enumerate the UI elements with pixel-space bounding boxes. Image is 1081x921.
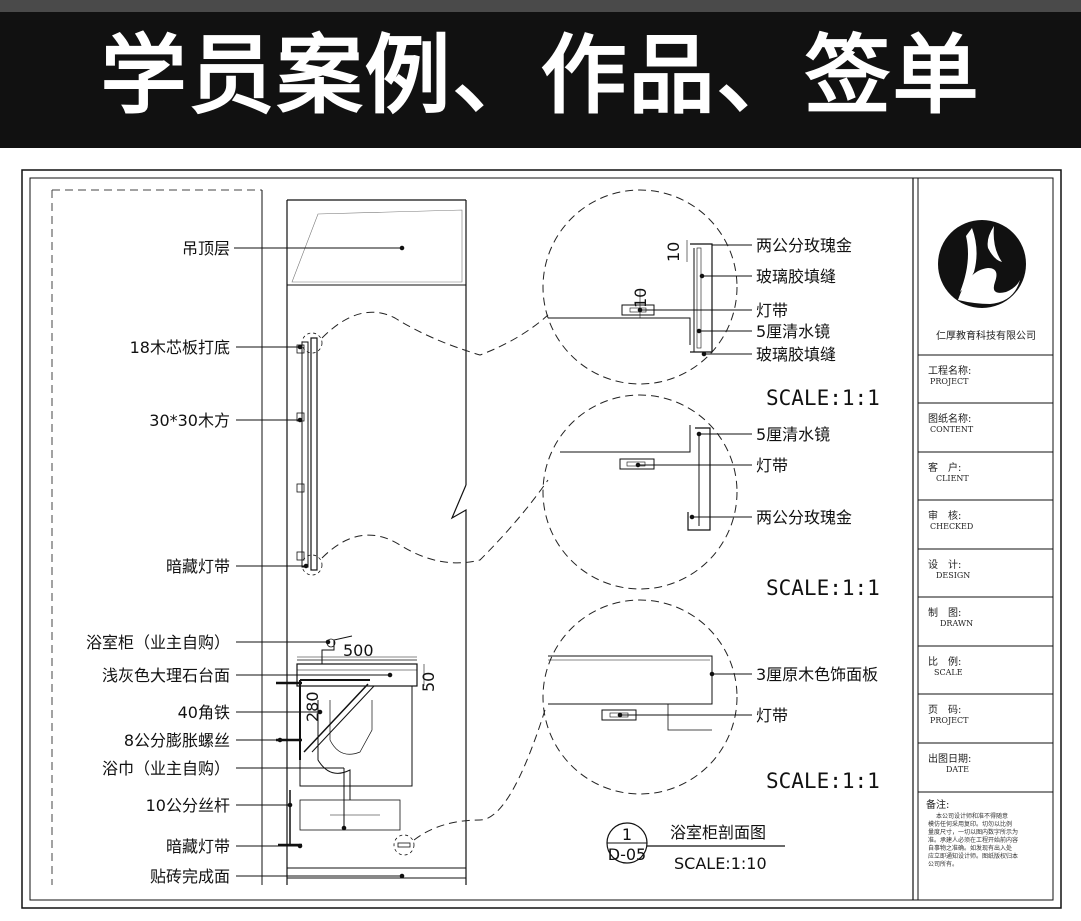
section-geometry (261, 190, 467, 885)
tb-row-date-en: DATE (946, 765, 969, 774)
left-leader-lines (234, 245, 405, 879)
dim-counter-width: 500 (343, 641, 374, 660)
tb-row-checked-en: CHECKED (930, 522, 973, 531)
d3-label-veneer: 3厘原木色饰面板 (756, 665, 878, 684)
d1-label-glass-glue-1: 玻璃胶填缝 (756, 267, 836, 286)
tb-row-page-cn: 页 码: (928, 704, 961, 716)
detail-1-dim-b: 10 (631, 288, 650, 308)
tb-row-page-en: PROJECT (930, 716, 969, 725)
remarks-line: 自事物之准确。如发现有出入处 (928, 844, 1012, 852)
label-angle-iron: 40角铁 (178, 703, 230, 722)
tb-row-date-cn: 出图日期: (928, 752, 971, 765)
banner-title: 学员案例、作品、签单 (100, 26, 981, 126)
detail-1-dim-a: 10 (664, 242, 683, 262)
detail-circle-1 (542, 189, 738, 385)
detail-circle-3 (542, 599, 738, 795)
remarks-line: 应立即通知设计师。图纸版权归本 (928, 852, 1018, 860)
tb-row-scale-en: SCALE (934, 668, 963, 677)
section-sheet: D-05 (608, 845, 646, 864)
section-title: 1 D-05 浴室柜剖面图 SCALE:1:10 (606, 822, 785, 873)
remarks-line: 准。承建人必须在工程开始前内容 (928, 836, 1018, 844)
label-ceiling-layer: 吊顶层 (182, 239, 230, 258)
banner-top-strip (0, 0, 1081, 12)
cad-drawing: 500 50 280 10 10 (21, 169, 1062, 909)
company-name: 仁厚教育科技有限公司 (936, 329, 1036, 342)
d1-label-mirror: 5厘清水镜 (756, 322, 830, 341)
label-threaded-rod: 10公分丝杆 (146, 796, 230, 815)
remarks-line: 公司所有。 (928, 860, 958, 868)
sheet-outer-border (21, 169, 1062, 909)
label-expansion-bolt: 8公分膨胀螺丝 (124, 731, 230, 750)
left-labels: 吊顶层 18木芯板打底 30*30木方 暗藏灯带 浴室柜（业主自购） 浅灰色大理… (86, 239, 230, 886)
label-tile-finish: 贴砖完成面 (150, 867, 230, 886)
detail-3-geometry (548, 655, 713, 731)
wall-dashed-outline (51, 189, 262, 885)
d1-label-rose-gold: 两公分玫瑰金 (756, 236, 852, 255)
tb-row-drawn-cn: 制 图: (928, 606, 961, 619)
tb-row-design-en: DESIGN (936, 571, 970, 580)
d2-scale: SCALE:1:1 (766, 576, 880, 600)
dim-counter-thickness: 50 (419, 672, 438, 692)
dim-bracket: 280 (303, 691, 322, 722)
detail-circle-2 (542, 394, 738, 590)
label-hidden-led-upper: 暗藏灯带 (166, 557, 230, 576)
tb-row-client-cn: 客 户: (928, 461, 961, 474)
d1-label-glass-glue-2: 玻璃胶填缝 (756, 345, 836, 364)
tb-row-content-cn: 图纸名称: (928, 412, 971, 425)
detail-labels: 两公分玫瑰金 玻璃胶填缝 灯带 5厘清水镜 玻璃胶填缝 SCALE:1:1 5厘… (756, 236, 880, 793)
d1-scale: SCALE:1:1 (766, 386, 880, 410)
section-title-text: 浴室柜剖面图 (670, 823, 766, 842)
d3-label-led: 灯带 (756, 706, 788, 725)
tb-row-content-en: CONTENT (930, 425, 974, 434)
d1-label-led: 灯带 (756, 301, 788, 320)
detail-2-geometry (560, 425, 711, 531)
label-marble-counter: 浅灰色大理石台面 (102, 666, 230, 685)
sheet-inner-border (29, 177, 1054, 901)
d3-scale: SCALE:1:1 (766, 769, 880, 793)
tb-row-checked-cn: 审 核: (928, 509, 961, 522)
detail-leader-curves (321, 311, 549, 841)
label-hidden-led-lower: 暗藏灯带 (166, 837, 230, 856)
d2-label-rose-gold: 两公分玫瑰金 (756, 508, 852, 527)
remarks-line: 模仿任何采用复印。切勿以比例 (928, 820, 1012, 828)
label-blockboard-base: 18木芯板打底 (130, 338, 230, 357)
label-towel: 浴巾（业主自购） (102, 759, 230, 778)
tb-row-project-cn: 工程名称: (928, 364, 971, 377)
remarks-title: 备注: (926, 798, 949, 811)
section-scale: SCALE:1:10 (674, 854, 767, 873)
company-logo (938, 220, 1026, 308)
tb-row-design-cn: 设 计: (928, 558, 961, 571)
tb-row-project-en: PROJECT (930, 377, 969, 386)
tb-row-client-en: CLIENT (936, 474, 969, 483)
detail-1-geometry (548, 240, 713, 353)
tb-row-drawn-en: DRAWN (940, 619, 973, 628)
detail-leader-lines (617, 244, 752, 718)
remarks-line: 本公司设计师和准不得随意 (936, 812, 1008, 820)
label-bathroom-cabinet: 浴室柜（业主自购） (86, 633, 230, 652)
remarks-line: 量度尺寸，一切以图内数字所示为 (928, 828, 1018, 836)
section-number: 1 (622, 825, 632, 844)
title-block: 仁厚教育科技有限公司 工程名称: PROJECT 图纸名称: CONTENT 客… (918, 220, 1053, 868)
d2-label-led: 灯带 (756, 456, 788, 475)
label-wood-battens: 30*30木方 (149, 411, 230, 430)
tb-row-scale-cn: 比 例: (928, 655, 961, 668)
d2-label-mirror: 5厘清水镜 (756, 425, 830, 444)
banner: 学员案例、作品、签单 (0, 0, 1081, 148)
